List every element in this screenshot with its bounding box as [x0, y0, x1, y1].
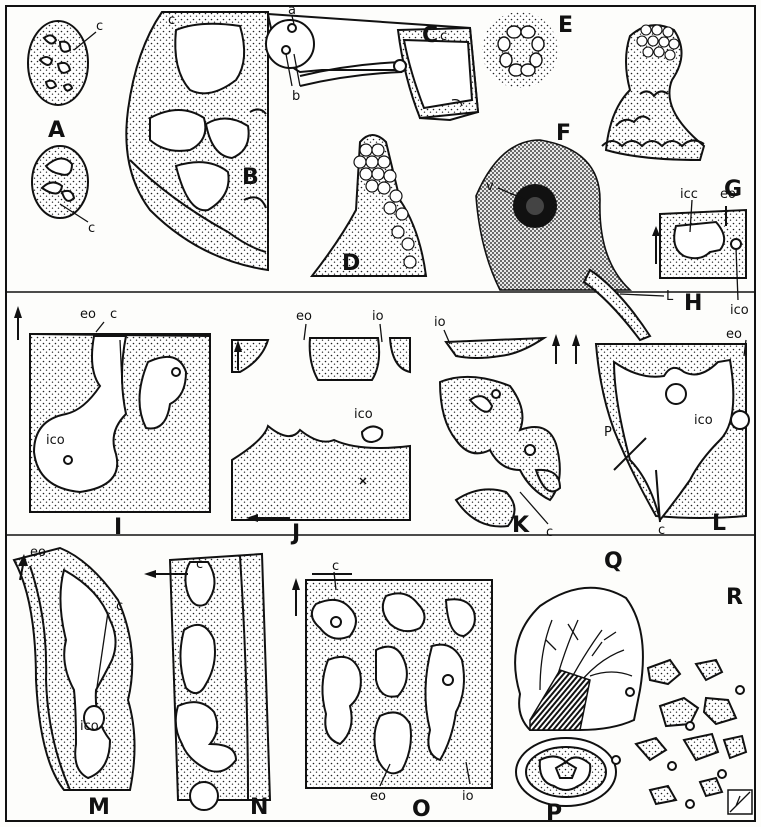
label-o-c: c [332, 559, 339, 574]
label-c-a: a [288, 3, 296, 18]
label-i-eo: eo [80, 307, 96, 322]
panel-label-b: B [242, 165, 259, 190]
panel-label-h: H [684, 291, 702, 316]
label-c-c: c [440, 29, 447, 44]
panel-label-p: P [546, 801, 562, 826]
panel-label-a: A [48, 118, 65, 143]
panel-label-k: K [512, 513, 530, 538]
panel-q [515, 588, 643, 730]
label-i-c: c [110, 307, 117, 322]
panel-m [14, 548, 135, 790]
label-h-eo: eo [720, 187, 736, 202]
label-b-c: c [168, 13, 175, 28]
label-k-c: c [546, 525, 553, 540]
label-l-c: c [658, 523, 665, 538]
label-m-c: c [116, 599, 123, 614]
label-a-c-bottom: c [88, 221, 95, 236]
panel-i [14, 306, 210, 512]
label-o-io: io [462, 789, 474, 804]
label-h-ico: ico [730, 303, 749, 318]
panel-p [516, 738, 616, 806]
label-l-p: P [604, 425, 612, 440]
panel-label-r: R [726, 585, 743, 610]
panel-label-f: F [556, 121, 571, 146]
panel-label-j: J [290, 521, 300, 546]
label-o-eo: eo [370, 789, 386, 804]
panel-label-q: Q [604, 549, 623, 574]
panel-label-m: M [88, 795, 110, 820]
panel-f [476, 140, 664, 340]
panel-o [292, 572, 492, 788]
panel-g [602, 25, 704, 160]
label-a-c-top: c [96, 19, 103, 34]
panel-j [232, 324, 410, 522]
label-n-c: c [196, 557, 203, 572]
panel-h [652, 200, 746, 300]
panel-n [144, 554, 270, 810]
label-h-icc: icc [680, 187, 698, 202]
panel-label-l: L [712, 511, 726, 536]
panel-k [440, 330, 580, 526]
label-m-eo: eo [30, 545, 46, 560]
label-l-ico: ico [694, 413, 713, 428]
label-j-ico: ico [354, 407, 373, 422]
panel-l [596, 340, 749, 522]
panel-label-n: N [250, 795, 268, 820]
panel-label-e: E [558, 13, 573, 38]
panel-label-d: D [342, 251, 360, 276]
label-f-v: v [486, 179, 494, 194]
panel-e [482, 12, 558, 88]
label-c-b: b [292, 89, 300, 104]
panel-d [312, 135, 426, 276]
label-f-l: L [666, 289, 674, 304]
label-m-ico: ico [80, 719, 99, 734]
label-k-io: io [434, 315, 446, 330]
label-i-ico: ico [46, 433, 65, 448]
panel-label-c: C [422, 23, 438, 48]
panel-b [126, 12, 268, 270]
panel-label-i: I [114, 515, 122, 540]
label-j-eo: eo [296, 309, 312, 324]
label-l-eo: eo [726, 327, 742, 342]
panel-label-o: O [412, 797, 431, 822]
label-j-io: io [372, 309, 384, 324]
